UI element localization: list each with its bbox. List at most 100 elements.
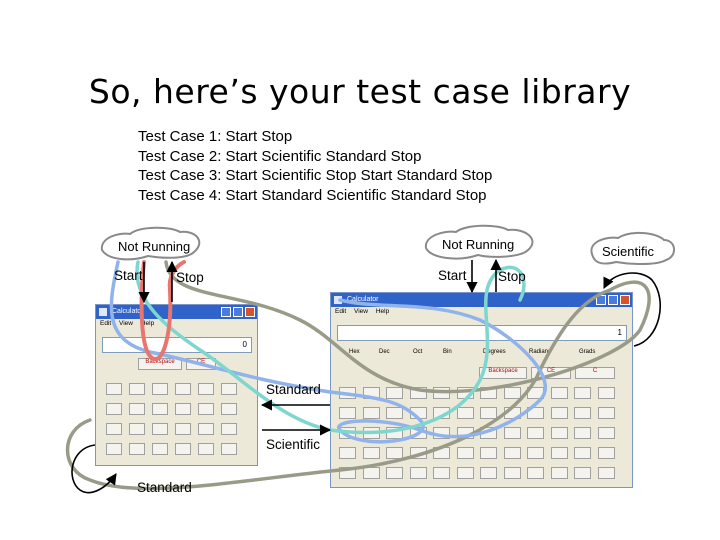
calculator-key[interactable] [175, 423, 191, 435]
maximize-button[interactable] [608, 295, 618, 305]
scientific-backspace-button[interactable]: Backspace [479, 367, 527, 379]
calculator-key[interactable] [574, 407, 591, 419]
calculator-key[interactable] [129, 403, 145, 415]
calculator-key[interactable] [152, 403, 168, 415]
calculator-key[interactable] [456, 407, 474, 419]
calculator-key[interactable] [175, 383, 191, 395]
scientific-window-titlebar: Calculator [331, 293, 632, 307]
standard-calculator-window: Calculator Edit View Help 0 Backspace CE [95, 304, 258, 466]
calculator-key[interactable] [550, 467, 568, 479]
calculator-key[interactable] [527, 447, 544, 459]
calculator-key[interactable] [106, 443, 122, 455]
menu-edit[interactable]: Edit [100, 320, 112, 327]
not-running-left-label: Not Running [118, 239, 191, 254]
calculator-key[interactable] [362, 447, 380, 459]
calculator-key[interactable] [480, 467, 497, 479]
calculator-key[interactable] [597, 427, 615, 439]
scientific-self-loop [603, 272, 661, 347]
calculator-key[interactable] [550, 447, 568, 459]
slide-title: So, here’s your test case library [88, 72, 632, 111]
calculator-key[interactable] [527, 467, 544, 479]
calculator-key[interactable] [597, 467, 615, 479]
calculator-key[interactable] [221, 423, 237, 435]
test-path-gray [65, 260, 651, 491]
calculator-key[interactable] [152, 423, 168, 435]
calculator-key[interactable] [198, 383, 214, 395]
calculator-key[interactable] [362, 407, 380, 419]
calculator-key[interactable] [106, 403, 122, 415]
calculator-key[interactable] [574, 387, 591, 399]
calculator-key[interactable] [409, 467, 427, 479]
calculator-key[interactable] [129, 443, 145, 455]
calculator-key[interactable] [386, 467, 403, 479]
standard-transition-label: Standard [266, 382, 321, 397]
calculator-key[interactable] [433, 467, 450, 479]
stop-label-left: Stop [176, 270, 204, 285]
calculator-key[interactable] [480, 447, 497, 459]
menu-edit[interactable]: Edit [335, 308, 347, 315]
standard-window-title: Calculator [112, 308, 144, 315]
calculator-key[interactable] [386, 447, 403, 459]
not-running-right-label: Not Running [442, 237, 515, 252]
standard-menu-bar: Edit View Help [96, 319, 257, 331]
calculator-key[interactable] [597, 387, 615, 399]
menu-help[interactable]: Help [375, 308, 390, 315]
calculator-key[interactable] [574, 467, 591, 479]
calculator-key[interactable] [503, 387, 521, 399]
calculator-key[interactable] [152, 383, 168, 395]
calculator-key[interactable] [574, 447, 591, 459]
menu-view[interactable]: View [354, 308, 368, 315]
calculator-key[interactable] [386, 407, 403, 419]
test-path-blue [109, 260, 548, 444]
calculator-key[interactable] [106, 423, 122, 435]
calculator-key[interactable] [221, 443, 237, 455]
calculator-key[interactable] [221, 383, 237, 395]
calculator-key[interactable] [503, 447, 521, 459]
calculator-key[interactable] [198, 403, 214, 415]
calculator-key[interactable] [480, 407, 497, 419]
calculator-key[interactable] [550, 387, 568, 399]
calculator-key[interactable] [198, 443, 214, 455]
calculator-key[interactable] [198, 423, 214, 435]
calculator-key[interactable] [386, 387, 403, 399]
calculator-key[interactable] [456, 447, 474, 459]
angle-degrees[interactable]: Degrees [483, 349, 506, 355]
radix-bin[interactable]: Bin [443, 349, 452, 355]
calculator-key[interactable] [175, 443, 191, 455]
minimize-button[interactable] [221, 307, 231, 317]
angle-radians[interactable]: Radians [529, 349, 552, 355]
calculator-key[interactable] [339, 407, 356, 419]
scientific-display: 1 [337, 325, 627, 341]
close-button[interactable] [245, 307, 255, 317]
calculator-key[interactable] [456, 467, 474, 479]
angle-grads[interactable]: Grads [579, 349, 596, 355]
calculator-key[interactable] [597, 407, 615, 419]
radix-oct[interactable]: Oct [413, 349, 423, 355]
calculator-key[interactable] [129, 383, 145, 395]
calculator-key[interactable] [152, 443, 168, 455]
calculator-key[interactable] [550, 407, 568, 419]
scientific-c-button[interactable]: C [575, 367, 615, 379]
calculator-key[interactable] [175, 403, 191, 415]
calculator-key[interactable] [106, 383, 122, 395]
menu-view[interactable]: View [119, 320, 133, 327]
calculator-key[interactable] [527, 427, 544, 439]
test-case-list: Test Case 1: Start Stop Test Case 2: Sta… [138, 127, 492, 205]
maximize-button[interactable] [233, 307, 243, 317]
calculator-key[interactable] [503, 427, 521, 439]
calculator-key[interactable] [339, 447, 356, 459]
calculator-key[interactable] [597, 447, 615, 459]
radix-dec[interactable]: Dec [379, 349, 390, 355]
calculator-key[interactable] [550, 427, 568, 439]
calculator-key[interactable] [503, 467, 521, 479]
close-button[interactable] [620, 295, 630, 305]
radix-hex[interactable]: Hex [349, 349, 360, 355]
start-label-right: Start [438, 268, 467, 283]
calculator-key[interactable] [221, 403, 237, 415]
calculator-key[interactable] [574, 427, 591, 439]
standard-bottom-label: Standard [137, 480, 192, 495]
menu-help[interactable]: Help [140, 320, 155, 327]
calculator-key[interactable] [129, 423, 145, 435]
calculator-icon [99, 308, 107, 316]
